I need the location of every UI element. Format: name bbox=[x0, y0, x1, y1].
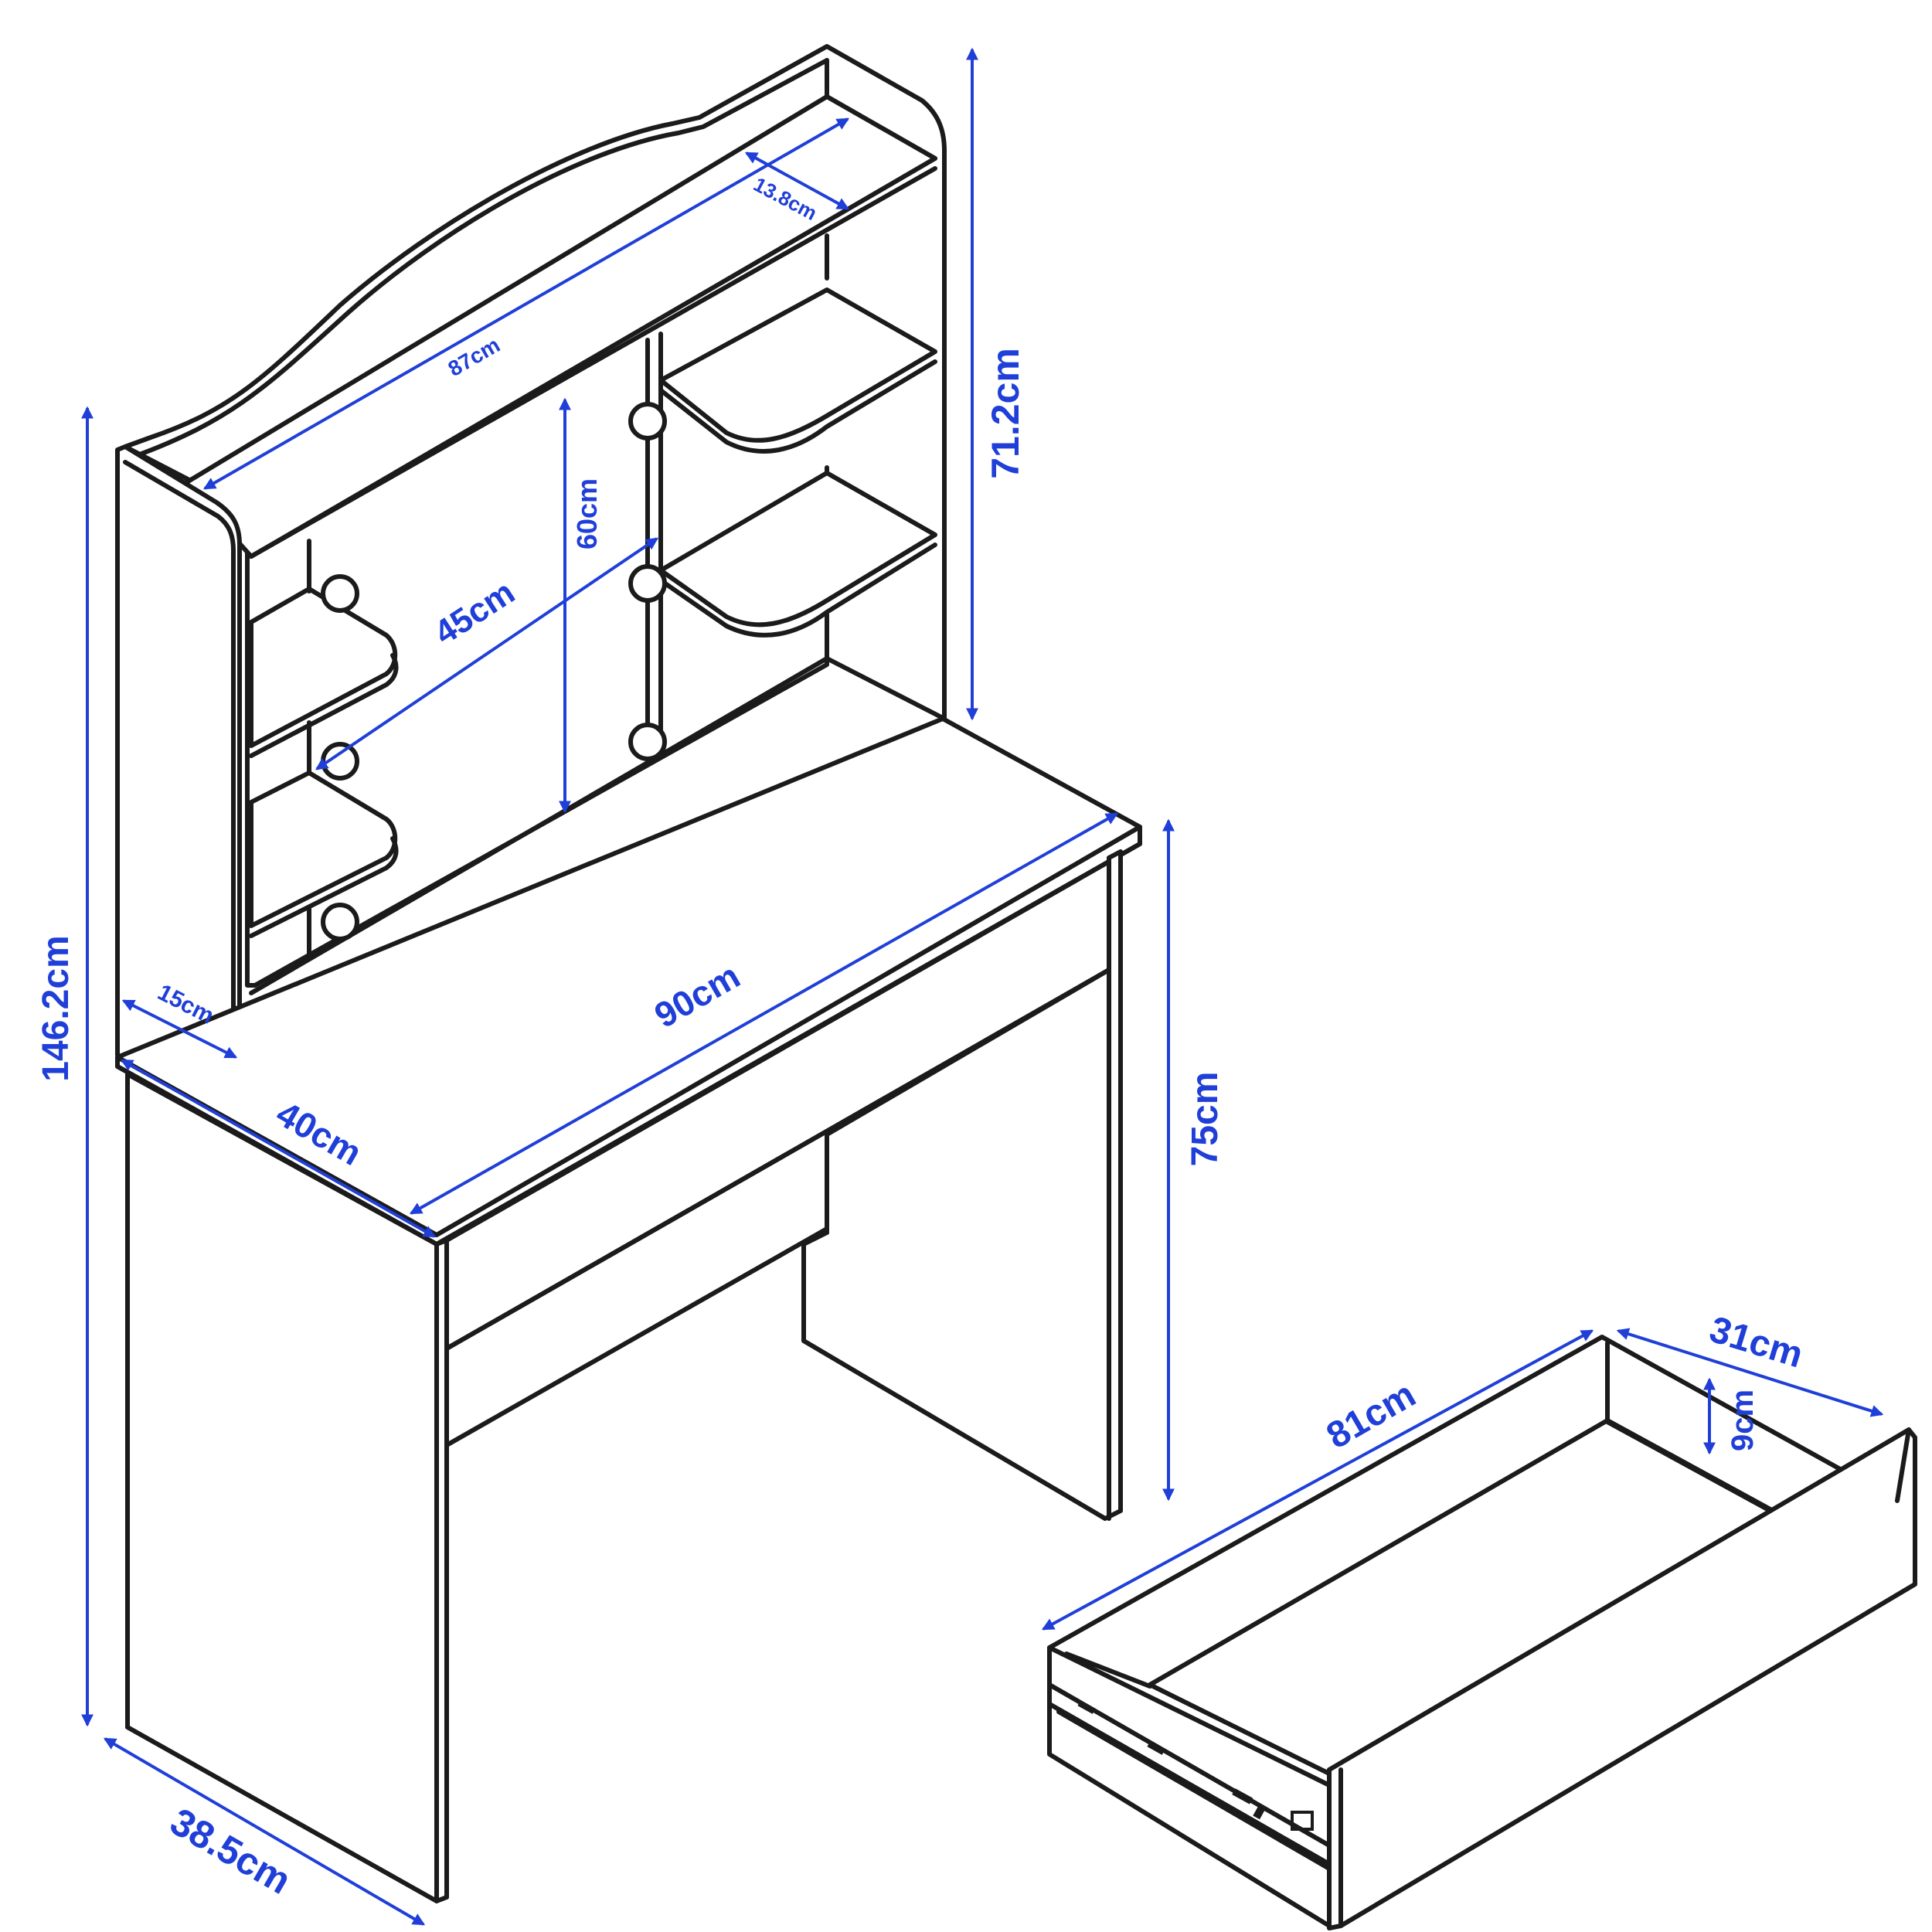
drawer-slide-rail bbox=[1077, 1700, 1314, 1831]
label-drawer-height: 9cm bbox=[1726, 1389, 1760, 1451]
drawer-drawing bbox=[1047, 1335, 1917, 1930]
dim-line-13-8 bbox=[744, 151, 850, 210]
label-base-depth: 38.5cm bbox=[163, 1800, 298, 1903]
label-drawer-width: 31cm bbox=[1705, 1309, 1808, 1376]
dim-line-31 bbox=[1616, 1328, 1884, 1417]
label-total-height: 146.2cm bbox=[36, 935, 77, 1082]
right-lower-shelf bbox=[658, 471, 937, 628]
dim-line-90 bbox=[409, 812, 1119, 1215]
dim-line-15 bbox=[121, 999, 238, 1059]
dimension-lines bbox=[81, 47, 1884, 1926]
dim-line-81 bbox=[1041, 1329, 1594, 1631]
dim-line-38-5 bbox=[103, 1737, 426, 1926]
label-hutch-height: 71.2cm bbox=[984, 348, 1027, 479]
label-desk-height: 75cm bbox=[1185, 1072, 1226, 1167]
dim-line-40 bbox=[120, 1059, 437, 1238]
label-inner-height: 60cm bbox=[571, 478, 603, 549]
dim-line-45 bbox=[315, 537, 658, 770]
desk-drawing bbox=[115, 44, 1142, 1903]
dim-line-87 bbox=[202, 117, 850, 490]
